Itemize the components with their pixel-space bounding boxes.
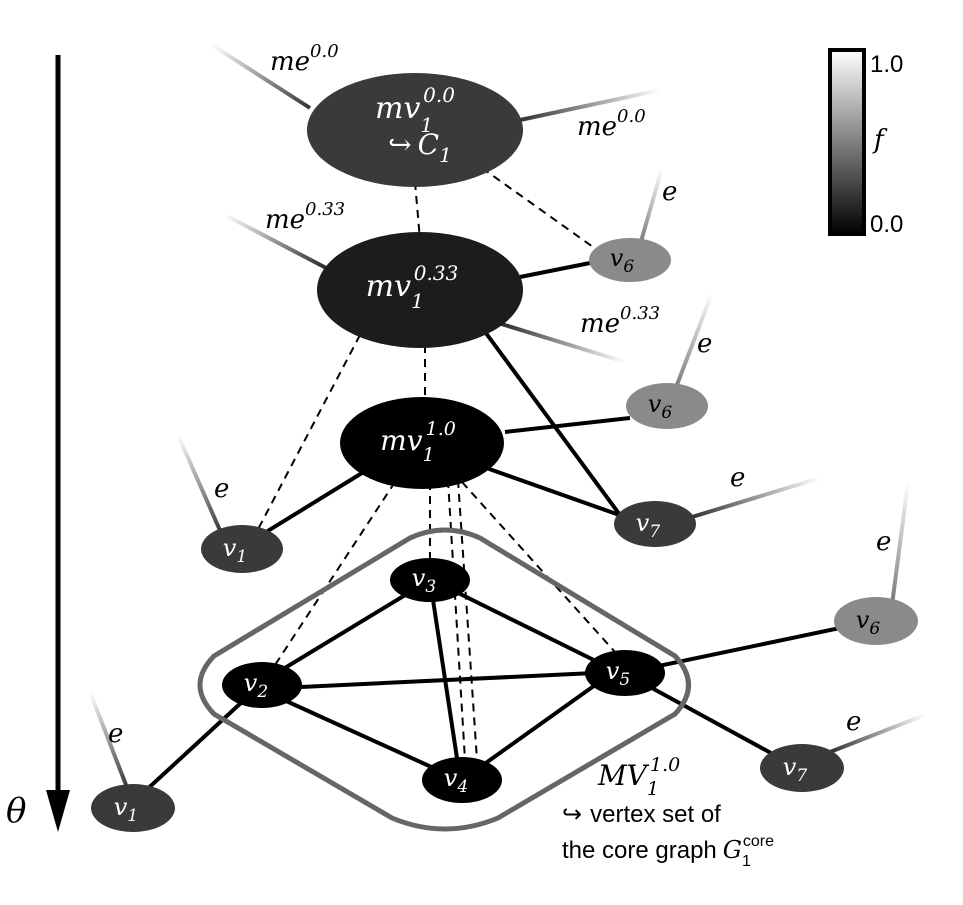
vertex-v6-level1: v6 — [589, 238, 671, 282]
vertex-v7-level2: v7 — [614, 501, 696, 547]
edge-label-e: e — [876, 527, 891, 557]
svg-text:v7: v7 — [783, 753, 808, 786]
hierarchy-edges — [254, 167, 616, 761]
external-edge — [673, 292, 714, 391]
core-set-caption-line1: ↪vertex set of — [562, 801, 721, 828]
svg-text:↪C1: ↪C1 — [388, 128, 452, 167]
edge-label-e: e — [662, 177, 677, 207]
edge-label-me-0.33: me0.33 — [265, 199, 345, 235]
edge-label-me-0.0: me0.0 — [270, 41, 339, 77]
meta-vertex-mv1-0.0: mv10.0 ↪C1 — [307, 73, 523, 187]
external-edge — [210, 43, 312, 110]
vertex-v1-level2: v1 — [201, 525, 283, 573]
external-edge — [88, 691, 130, 791]
colorbar: 1.0 f 0.0 — [828, 48, 903, 238]
vertex-v4: v4 — [422, 757, 502, 803]
svg-text:v5: v5 — [606, 657, 630, 690]
edge-label-e: e — [846, 707, 861, 737]
colorbar-symbol: f — [872, 125, 888, 155]
svg-text:v4: v4 — [444, 764, 468, 797]
svg-text:v6: v6 — [610, 244, 635, 277]
edge-label-e: e — [108, 719, 123, 749]
vertex-v1-level3: v1 — [91, 784, 175, 832]
external-edge — [691, 476, 821, 519]
external-edges — [88, 43, 926, 791]
external-edge — [890, 481, 910, 606]
edge-label-me-0.33: me0.33 — [580, 303, 660, 339]
colorbar-max-label: 1.0 — [870, 51, 903, 78]
colorbar-min-label: 0.0 — [870, 211, 903, 238]
svg-text:v7: v7 — [636, 509, 661, 542]
vertex-v6-level3: v6 — [834, 597, 918, 645]
meta-vertex-mv1-1.0: mv11.0 — [340, 397, 504, 489]
external-edge — [224, 213, 331, 272]
edge-labels: me0.0 me0.0 me0.33 me0.33 e e e e e e e — [108, 41, 891, 749]
svg-text:v2: v2 — [244, 669, 268, 702]
vertex-v5: v5 — [585, 650, 665, 696]
core-set-symbol: MV11.0 — [597, 754, 680, 800]
graph-edges — [128, 260, 879, 807]
vertex-v3: v3 — [390, 558, 470, 602]
nodes: mv10.0 ↪C1 mv10.33 mv11.0 v6 v6 — [91, 73, 918, 832]
meta-vertex-mv1-0.33: mv10.33 — [317, 232, 523, 348]
external-edge — [176, 434, 224, 536]
svg-text:mv11.0: mv11.0 — [380, 418, 456, 466]
svg-text:v1: v1 — [114, 793, 138, 826]
svg-text:v1: v1 — [223, 534, 247, 567]
colorbar-gradient — [828, 48, 866, 236]
theta-axis: θ — [6, 55, 70, 832]
axis-arrowhead-icon — [46, 790, 70, 832]
edge-label-e: e — [697, 329, 712, 359]
svg-text:v6: v6 — [856, 606, 881, 639]
edge-label-e: e — [214, 474, 229, 504]
theta-label: θ — [6, 791, 26, 831]
external-edge — [638, 167, 664, 246]
vertex-v7-level3: v7 — [760, 744, 844, 792]
external-edge — [494, 320, 626, 364]
external-edge — [519, 88, 661, 122]
svg-text:mv10.0: mv10.0 — [375, 83, 455, 137]
svg-text:v3: v3 — [412, 564, 436, 597]
vertex-v6-level2: v6 — [626, 383, 708, 429]
svg-text:mv10.33: mv10.33 — [366, 261, 459, 313]
edge-label-me-0.0: me0.0 — [577, 106, 646, 142]
vertex-v2: v2 — [222, 662, 302, 708]
svg-text:v6: v6 — [648, 390, 673, 423]
core-set-outline — [197, 527, 691, 832]
external-edge — [829, 713, 926, 754]
edge-label-e: e — [730, 463, 745, 493]
